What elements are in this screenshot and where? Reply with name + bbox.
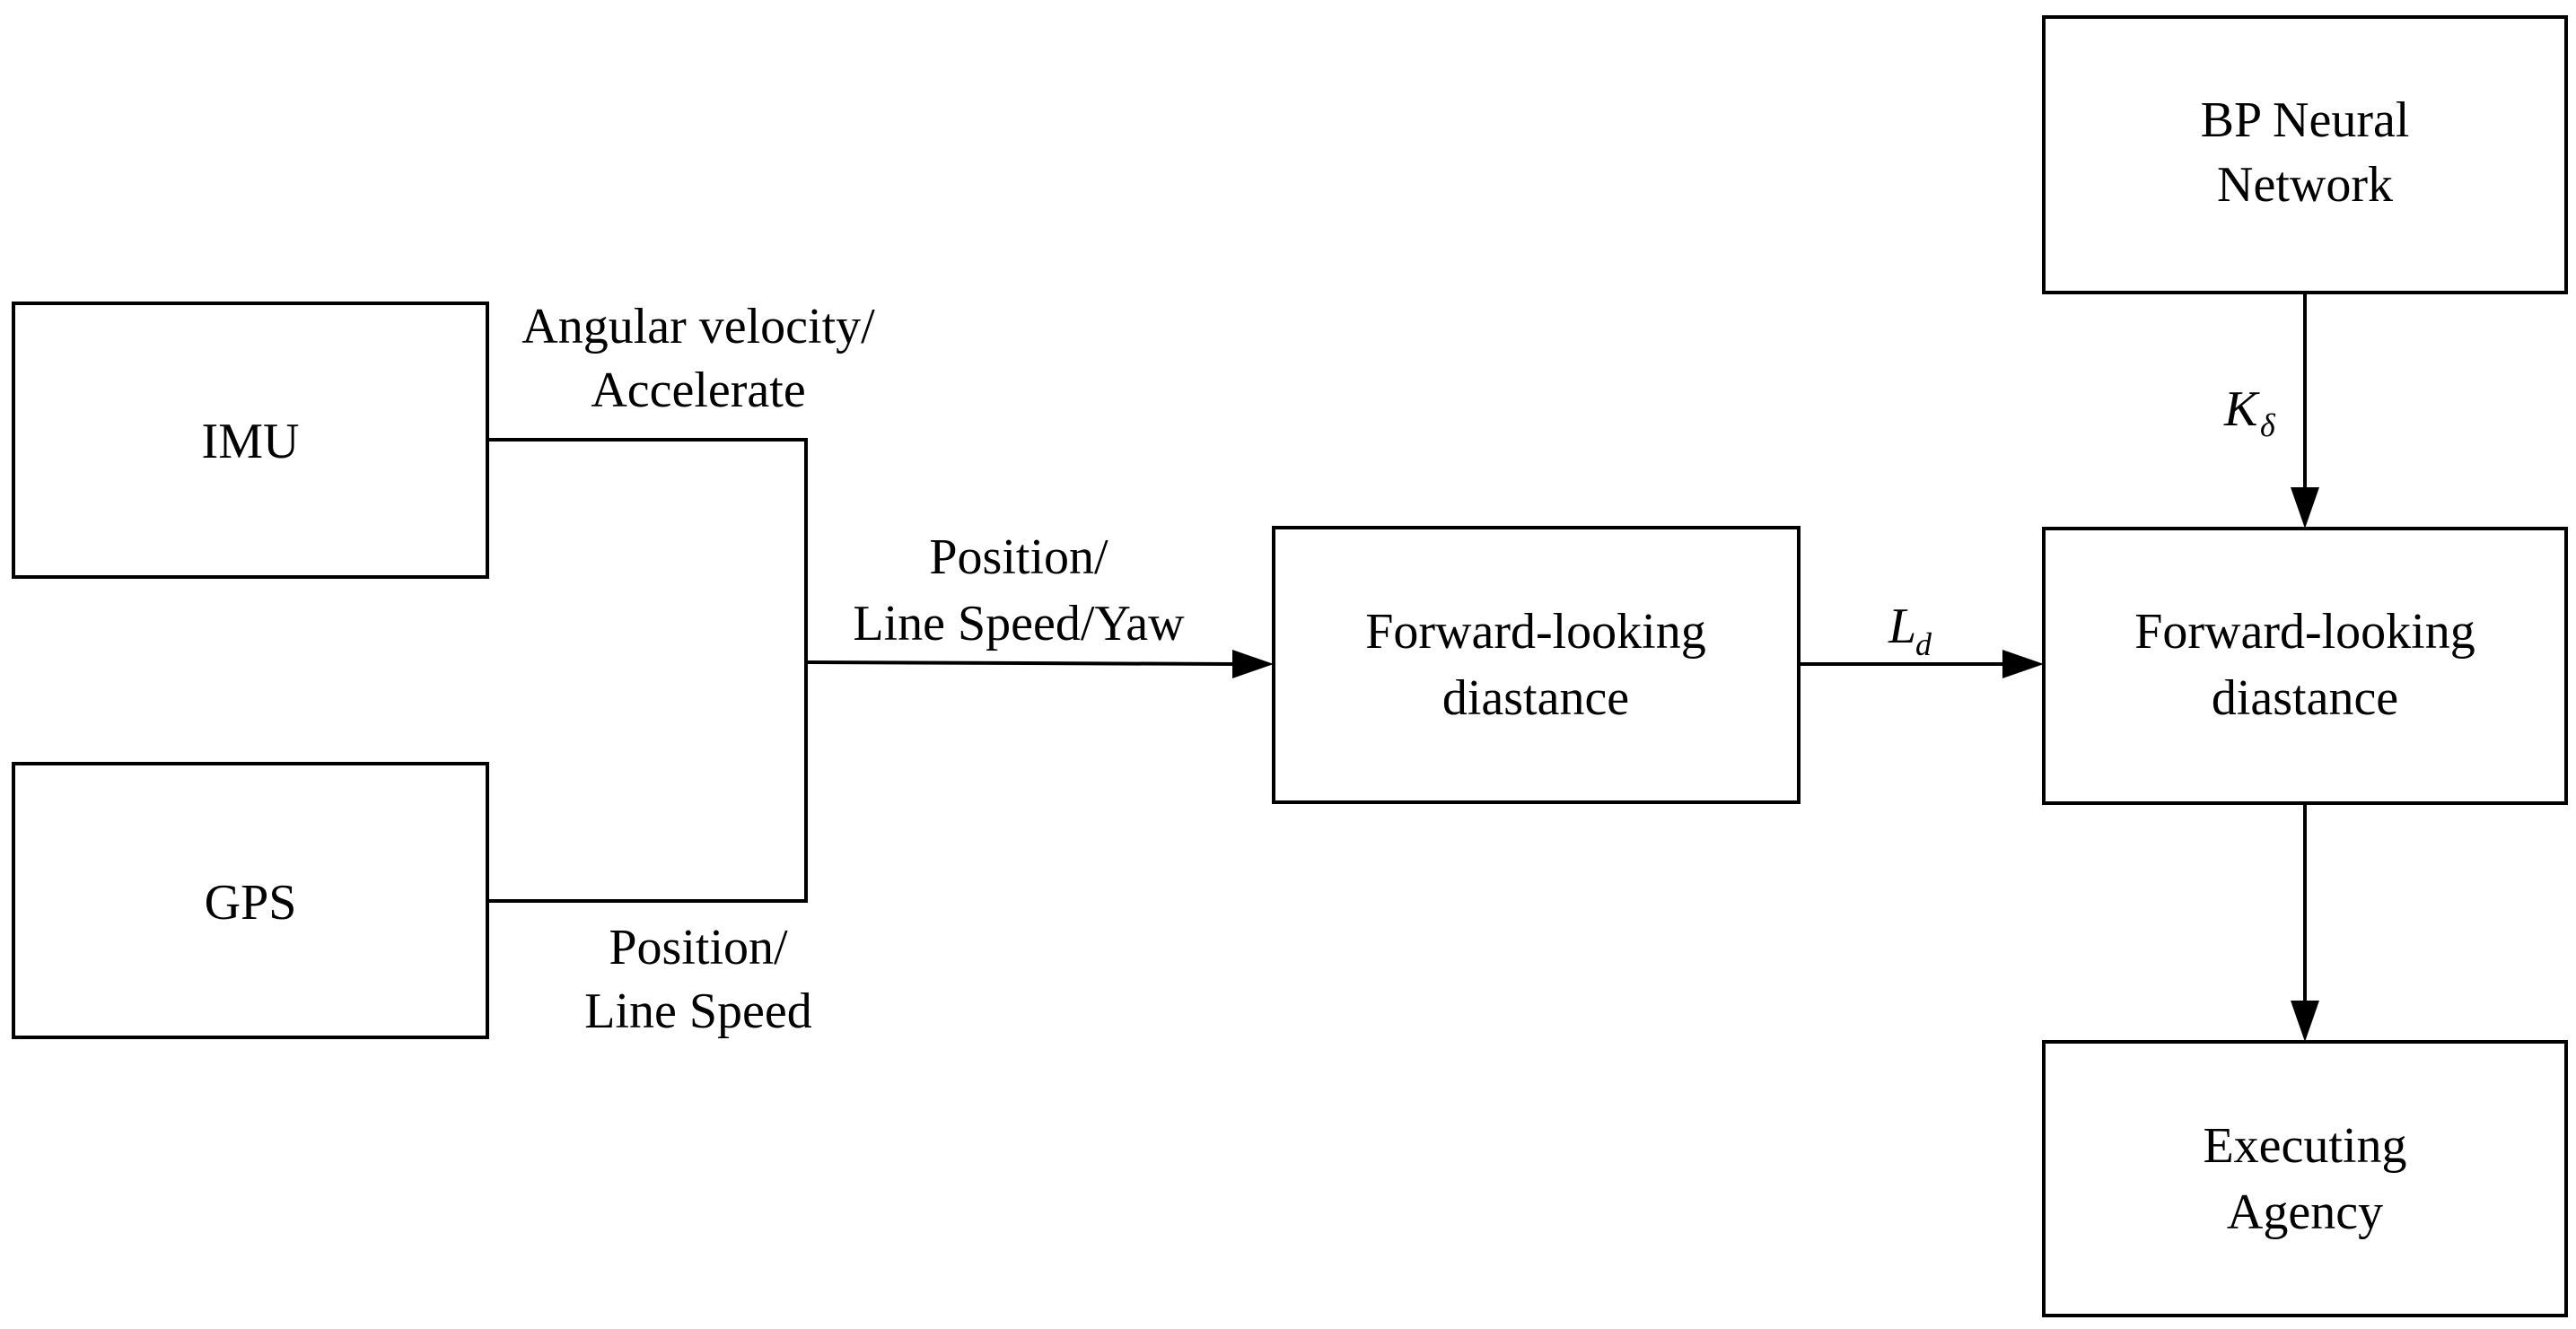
forward-looking-distance-right-block: Forward-looking diastance bbox=[2042, 527, 2568, 805]
imu-output-signal-label: Angular velocity/ Accelerate bbox=[521, 299, 875, 418]
merged-label-line2: Line Speed/Yaw bbox=[853, 596, 1185, 651]
imu-block: IMU bbox=[12, 302, 489, 579]
connector-lines bbox=[487, 293, 2307, 1003]
imu-output-label-line2: Accelerate bbox=[591, 363, 805, 418]
forward-right-label-line2: diastance bbox=[2212, 670, 2398, 726]
imu-to-junction-line bbox=[487, 438, 808, 662]
bp-network-label-line2: Network bbox=[2217, 157, 2393, 213]
imu-label: IMU bbox=[202, 414, 300, 469]
gps-to-junction-line bbox=[487, 662, 808, 903]
arrowhead-to-forward-right bbox=[2002, 650, 2044, 678]
gps-output-label-line2: Line Speed bbox=[584, 984, 811, 1039]
arrowheads bbox=[1232, 487, 2319, 1042]
forward-right-label-line1: Forward-looking bbox=[2134, 604, 2475, 660]
merged-signal-label: Position/ Line Speed/Yaw bbox=[853, 529, 1185, 651]
k-delta-signal-label: K δ bbox=[2223, 381, 2276, 443]
gps-output-label-line1: Position/ bbox=[609, 920, 788, 975]
imu-output-label-line1: Angular velocity/ bbox=[521, 299, 875, 354]
forward-center-label-line2: diastance bbox=[1442, 670, 1629, 726]
ld-signal-label: L d bbox=[1888, 599, 1932, 662]
k-delta-symbol: K bbox=[2223, 381, 2260, 437]
ld-symbol: L bbox=[1888, 599, 1916, 654]
arrowhead-to-forward-center bbox=[1232, 650, 1274, 678]
gps-label: GPS bbox=[205, 875, 297, 931]
merged-label-line1: Position/ bbox=[929, 529, 1108, 585]
bp-neural-network-block: BP Neural Network bbox=[2042, 15, 2568, 294]
arrowhead-bp-down bbox=[2291, 487, 2319, 529]
executing-agency-label-line1: Executing bbox=[2203, 1118, 2406, 1174]
gps-block: GPS bbox=[12, 762, 489, 1039]
ld-subscript: d bbox=[1915, 626, 1932, 662]
gps-output-signal-label: Position/ Line Speed bbox=[584, 920, 811, 1039]
forward-looking-distance-center-block: Forward-looking diastance bbox=[1272, 526, 1801, 804]
bp-network-label-line1: BP Neural bbox=[2201, 92, 2410, 148]
arrowhead-to-executing bbox=[2291, 1001, 2319, 1042]
k-delta-subscript: δ bbox=[2260, 407, 2276, 443]
junction-to-forward-center-line bbox=[805, 660, 1235, 666]
forward-center-label-line1: Forward-looking bbox=[1365, 604, 1706, 660]
executing-agency-block: Executing Agency bbox=[2042, 1040, 2568, 1317]
executing-agency-label-line2: Agency bbox=[2227, 1185, 2383, 1240]
